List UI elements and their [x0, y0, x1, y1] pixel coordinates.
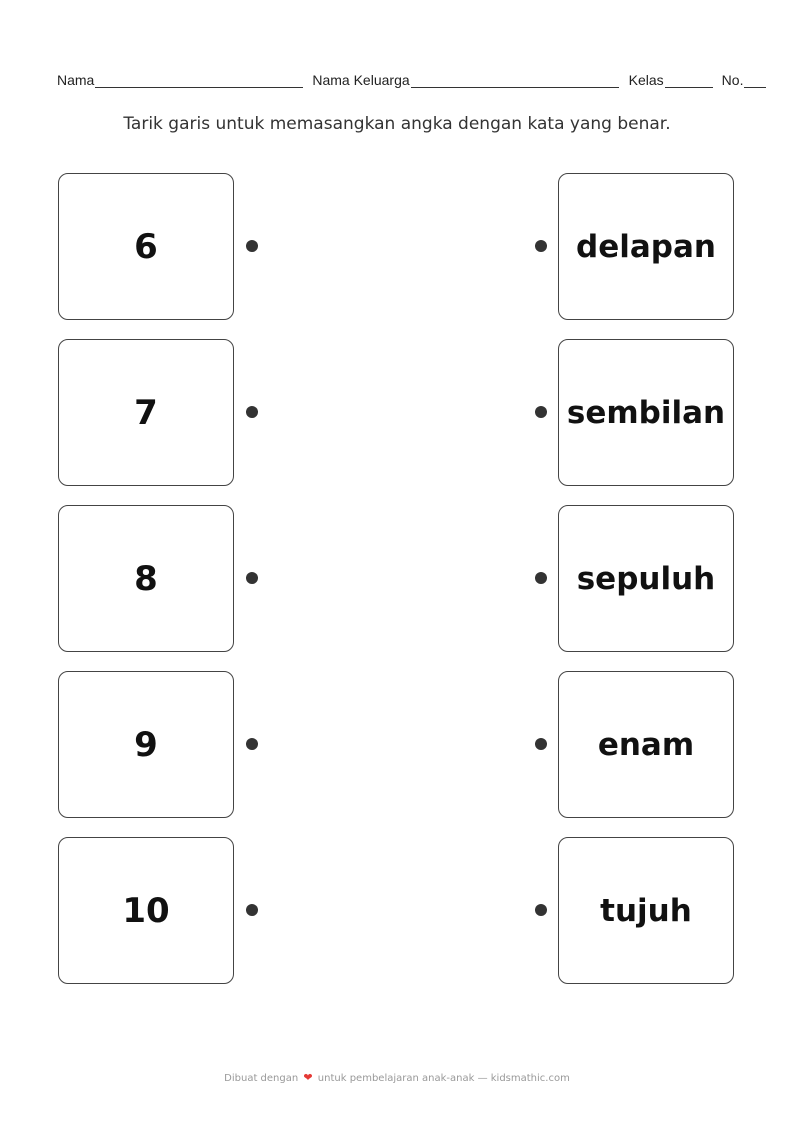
class-label: Kelas [628, 72, 664, 88]
right-connector-dot[interactable] [535, 240, 547, 252]
family-name-label: Nama Keluarga [312, 72, 410, 88]
name-field[interactable]: Nama [57, 72, 304, 88]
instruction-text: Tarik garis untuk memasangkan angka deng… [123, 114, 671, 134]
header-fields: Nama Nama Keluarga Kelas No. [57, 68, 794, 88]
left-connector-dot[interactable] [246, 738, 258, 750]
number-card: 8 [58, 505, 234, 652]
footer-text-after: untuk pembelajaran anak-anak — kidsmathi… [317, 1073, 570, 1084]
left-connector-dot[interactable] [246, 904, 258, 916]
number-value: 9 [134, 724, 158, 765]
name-line[interactable] [95, 73, 304, 88]
number-value: 10 [122, 890, 170, 931]
number-value: 6 [134, 226, 158, 267]
number-card: 6 [58, 173, 234, 320]
word-card: tujuh [558, 837, 734, 984]
word-card: enam [558, 671, 734, 818]
right-connector-dot[interactable] [535, 572, 547, 584]
right-connector-dot[interactable] [535, 406, 547, 418]
number-value: 8 [134, 558, 158, 599]
word-card: delapan [558, 173, 734, 320]
number-card: 7 [58, 339, 234, 486]
word-value: tujuh [600, 892, 692, 929]
family-name-field[interactable]: Nama Keluarga [312, 72, 619, 88]
number-label: No. [721, 72, 744, 88]
word-value: enam [597, 726, 695, 763]
word-card: sembilan [558, 339, 734, 486]
number-line[interactable] [744, 73, 767, 88]
class-field[interactable]: Kelas [629, 72, 713, 88]
name-label: Nama [57, 72, 95, 88]
footer-credit: Dibuat dengan ❤ untuk pembelajaran anak-… [0, 1071, 794, 1084]
footer-text-before: Dibuat dengan [224, 1073, 299, 1084]
heart-icon: ❤ [303, 1071, 313, 1084]
number-card: 9 [58, 671, 234, 818]
number-field[interactable]: No. [722, 72, 767, 88]
word-card: sepuluh [558, 505, 734, 652]
right-connector-dot[interactable] [535, 904, 547, 916]
left-connector-dot[interactable] [246, 240, 258, 252]
number-value: 7 [134, 392, 158, 433]
word-value: delapan [576, 228, 716, 265]
class-line[interactable] [664, 73, 713, 88]
left-connector-dot[interactable] [246, 572, 258, 584]
word-value: sembilan [566, 394, 726, 431]
word-value: sepuluh [576, 560, 716, 597]
left-connector-dot[interactable] [246, 406, 258, 418]
right-connector-dot[interactable] [535, 738, 547, 750]
family-name-line[interactable] [410, 73, 619, 88]
number-card: 10 [58, 837, 234, 984]
